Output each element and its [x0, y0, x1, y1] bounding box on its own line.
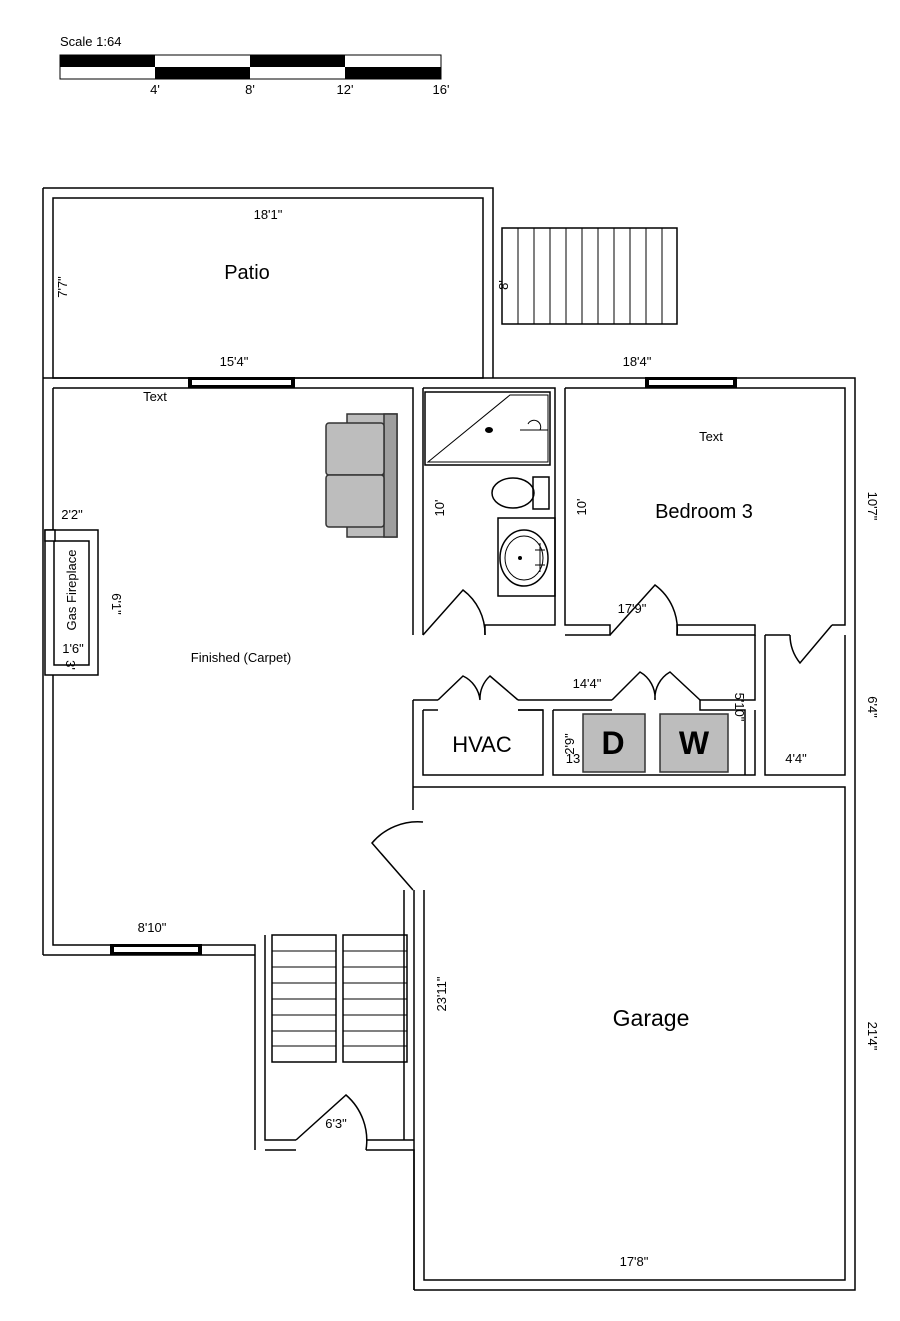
dim-laundry-side: 5'10" [732, 693, 747, 722]
room-labels: Patio Bedroom 3 Finished (Carpet) HVAC G… [143, 262, 753, 1031]
gas-fireplace: Gas Fireplace [44, 529, 99, 676]
dim-fireplace-small: 1'6" [62, 641, 84, 656]
room-finished: Finished (Carpet) [191, 650, 291, 665]
room-bedroom: Bedroom 3 [655, 501, 753, 523]
dim-patio-width: 18'1" [254, 207, 283, 222]
outdoor-stairs [501, 227, 678, 325]
dim-closet: 4'4" [785, 751, 807, 766]
bathroom-fixtures [424, 391, 556, 597]
dim-patio-height: 7'7" [55, 276, 70, 298]
doors [295, 583, 833, 1151]
scale-tick-12: 12' [337, 82, 354, 97]
dim-bath-left: 10' [432, 500, 447, 517]
dim-garage-left: 23'11" [434, 976, 449, 1011]
dim-fireplace-side: 2'2" [61, 507, 83, 522]
dim-right-lower: 21'4" [865, 1022, 880, 1051]
dim-hall: 14'4" [573, 676, 602, 691]
text-label-bedroom: Text [699, 429, 723, 444]
couch [325, 413, 398, 538]
dim-laundry-num: 13 [566, 751, 580, 766]
dim-garage-bottom: 17'8" [620, 1254, 649, 1269]
dim-bedroom-top: 18'4" [623, 354, 652, 369]
washer-label: W [679, 725, 710, 761]
room-patio: Patio [224, 262, 270, 284]
dim-laundry-h: 2'9" [562, 733, 577, 755]
laundry-appliances: D W [582, 713, 729, 773]
room-garage: Garage [613, 1005, 690, 1031]
dim-bedroom-bottom: 17'9" [618, 601, 647, 616]
scale-tick-16: 16' [433, 82, 450, 97]
fireplace-label: Gas Fireplace [64, 550, 79, 631]
scale-tick-8: 8' [245, 82, 255, 97]
dim-fireplace-len: 6'1" [109, 593, 124, 615]
indoor-stairs [271, 934, 408, 1063]
dim-lower-window: 8'10" [138, 920, 167, 935]
scale-tick-4: 4' [150, 82, 160, 97]
room-hvac: HVAC [452, 732, 512, 757]
dryer-label: D [601, 725, 624, 761]
dim-bath-right: 10' [574, 499, 589, 516]
scale-bar: Scale 1:64 4' 8' 12' 16' [59, 34, 450, 97]
scale-title: Scale 1:64 [60, 34, 121, 49]
patio-area [42, 187, 494, 955]
dim-stairs-top: 8' [496, 280, 511, 290]
windows [110, 377, 737, 955]
dim-fireplace-small2: 3' [63, 660, 78, 670]
dim-right-mid: 6'4" [865, 696, 880, 718]
dim-right-upper: 10'7" [865, 492, 880, 521]
text-label-living: Text [143, 389, 167, 404]
dim-living-window: 15'4" [220, 354, 249, 369]
dimension-labels: 18'1" 7'7" 8' 15'4" 18'4" 10'7" 10' 10' … [55, 207, 880, 1269]
dim-stair-door: 6'3" [325, 1116, 347, 1131]
